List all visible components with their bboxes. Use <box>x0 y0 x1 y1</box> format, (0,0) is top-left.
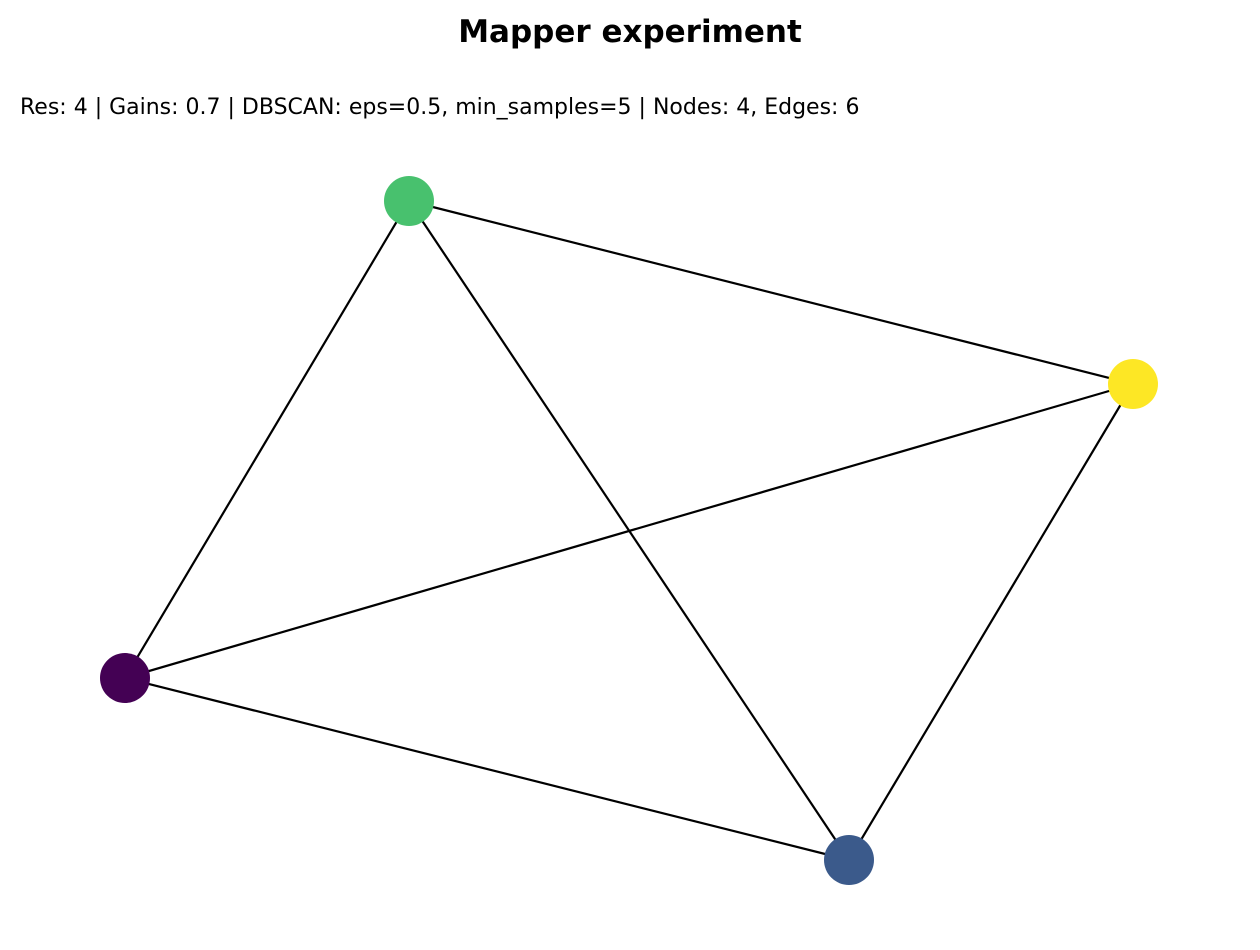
chart-title: Mapper experiment <box>458 14 802 50</box>
edge-top-left <box>124 200 410 679</box>
node-left <box>100 653 150 703</box>
edges-layer <box>124 199 1134 862</box>
edge-right-bottom <box>848 383 1134 861</box>
node-bottom <box>824 835 874 885</box>
edge-top-right <box>408 199 1134 386</box>
chart-subtitle: Res: 4 | Gains: 0.7 | DBSCAN: eps=0.5, m… <box>20 95 860 120</box>
edge-left-bottom <box>124 676 850 862</box>
node-right <box>1108 359 1158 409</box>
edge-right-left <box>124 382 1134 680</box>
node-top <box>384 176 434 226</box>
nodes-layer <box>100 176 1158 885</box>
